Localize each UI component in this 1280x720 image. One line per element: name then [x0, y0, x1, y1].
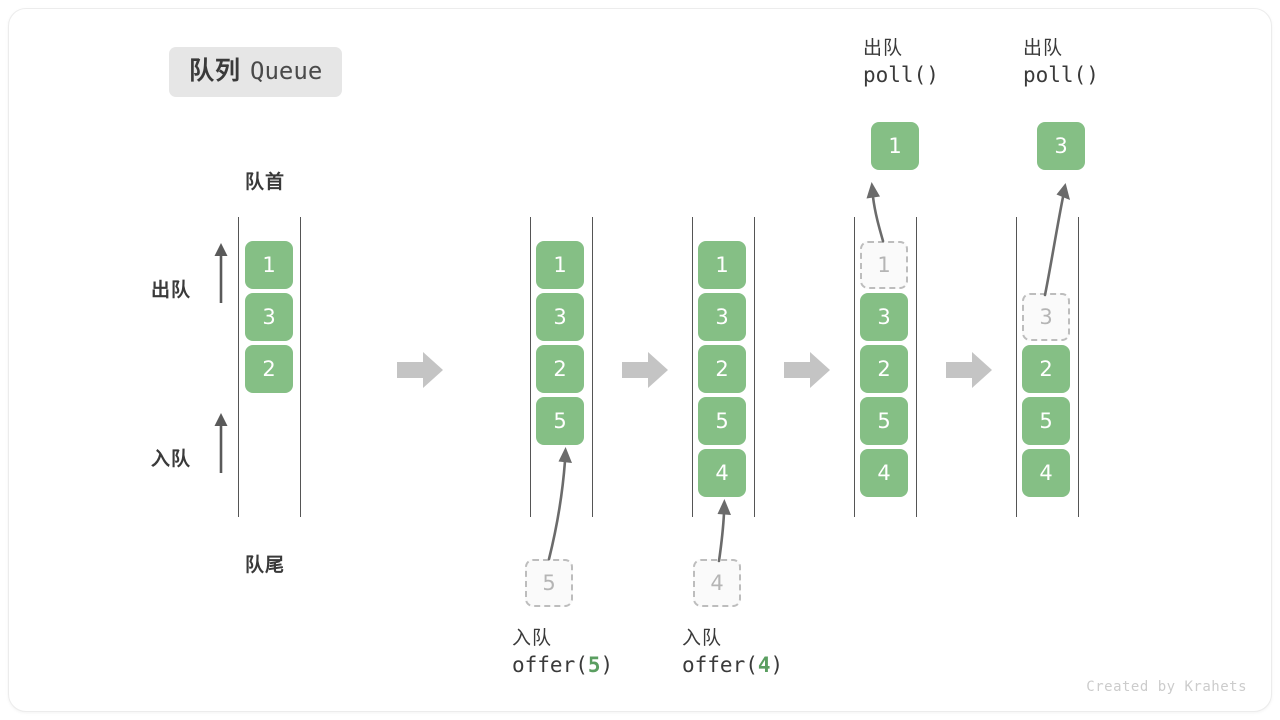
- queue-rail-left-col2: [530, 217, 531, 517]
- queue-rail-right-col2: [592, 217, 593, 517]
- operation-label-cn: 入队: [682, 628, 723, 649]
- queue-rail-left-col4: [854, 217, 855, 517]
- footer-credit: Created by Krahets: [1086, 679, 1247, 695]
- dequeued-value-cell: 3: [1037, 122, 1085, 170]
- queue-cell: 4: [1022, 449, 1070, 497]
- step-arrow-icon: [946, 352, 992, 388]
- operation-label-cn: 出队: [863, 38, 904, 59]
- queue-rail-left-col1: [238, 217, 239, 517]
- incoming-ghost-cell: 4: [693, 559, 741, 607]
- dequeue-direction-label: 出队: [151, 280, 192, 301]
- step-arrow-icon: [622, 352, 668, 388]
- title-english: Queue: [250, 57, 323, 85]
- enqueue-direction-label: 入队: [151, 449, 192, 470]
- queue-cell: 5: [1022, 397, 1070, 445]
- queue-rail-right-col3: [754, 217, 755, 517]
- dequeue-motion-arrow-icon: [866, 182, 885, 243]
- incoming-ghost-cell: 5: [525, 559, 573, 607]
- queue-cell-new: 4: [698, 449, 746, 497]
- queue-cell: 2: [698, 345, 746, 393]
- queue-cell: 2: [1022, 345, 1070, 393]
- queue-cell: 2: [536, 345, 584, 393]
- queue-cell: 1: [536, 241, 584, 289]
- queue-rail-left-col5: [1016, 217, 1017, 517]
- queue-cell: 2: [245, 345, 293, 393]
- queue-cell: 2: [860, 345, 908, 393]
- dequeued-ghost-cell: 1: [860, 241, 908, 289]
- operation-label-code: poll(): [1023, 62, 1099, 87]
- queue-rail-right-col4: [916, 217, 917, 517]
- operation-label-code: offer(5): [512, 652, 614, 677]
- enqueue-motion-arrow-icon: [717, 499, 731, 563]
- operation-label-code: poll(): [863, 62, 939, 87]
- diagram-stage: 队列 Queue 队首 队尾 出队 入队 1 3 2 1 3 2 5 5 入队 o…: [9, 9, 1271, 711]
- title-chinese: 队列: [189, 57, 242, 85]
- queue-cell: 3: [245, 293, 293, 341]
- step-arrow-icon: [784, 352, 830, 388]
- queue-cell: 3: [698, 293, 746, 341]
- diagram-title-badge: 队列 Queue: [169, 47, 343, 97]
- enqueue-direction-arrow-icon: [214, 413, 228, 473]
- queue-cell: 3: [536, 293, 584, 341]
- dequeue-operation-caption-col5: 出队 poll(): [1023, 37, 1099, 89]
- dequeue-direction-arrow-icon: [214, 243, 228, 303]
- enqueue-operation-caption-col2: 入队 offer(5): [512, 627, 613, 679]
- dequeue-motion-arrow-icon: [1043, 183, 1070, 297]
- dequeued-ghost-cell: 3: [1022, 293, 1070, 341]
- step-arrow-icon: [397, 352, 443, 388]
- queue-rail-right-col5: [1078, 217, 1079, 517]
- dequeued-value-cell: 1: [871, 122, 919, 170]
- diagram-card: 队列 Queue 队首 队尾 出队 入队 1 3 2 1 3 2 5 5 入队 o…: [8, 8, 1272, 712]
- queue-cell: 4: [860, 449, 908, 497]
- queue-cell: 3: [860, 293, 908, 341]
- enqueue-motion-arrow-icon: [547, 447, 572, 561]
- queue-cell: 1: [245, 241, 293, 289]
- dequeue-operation-caption-col4: 出队 poll(): [863, 37, 939, 89]
- operation-label-cn: 入队: [512, 628, 553, 649]
- operation-label-code: offer(4): [682, 652, 784, 677]
- queue-head-label: 队首: [245, 172, 286, 193]
- queue-cell: 5: [860, 397, 908, 445]
- queue-rail-left-col3: [692, 217, 693, 517]
- enqueue-operation-caption-col3: 入队 offer(4): [682, 627, 783, 679]
- queue-cell: 5: [698, 397, 746, 445]
- queue-cell: 1: [698, 241, 746, 289]
- queue-tail-label: 队尾: [245, 555, 286, 576]
- queue-rail-right-col1: [300, 217, 301, 517]
- queue-cell-new: 5: [536, 397, 584, 445]
- operation-label-cn: 出队: [1023, 38, 1064, 59]
